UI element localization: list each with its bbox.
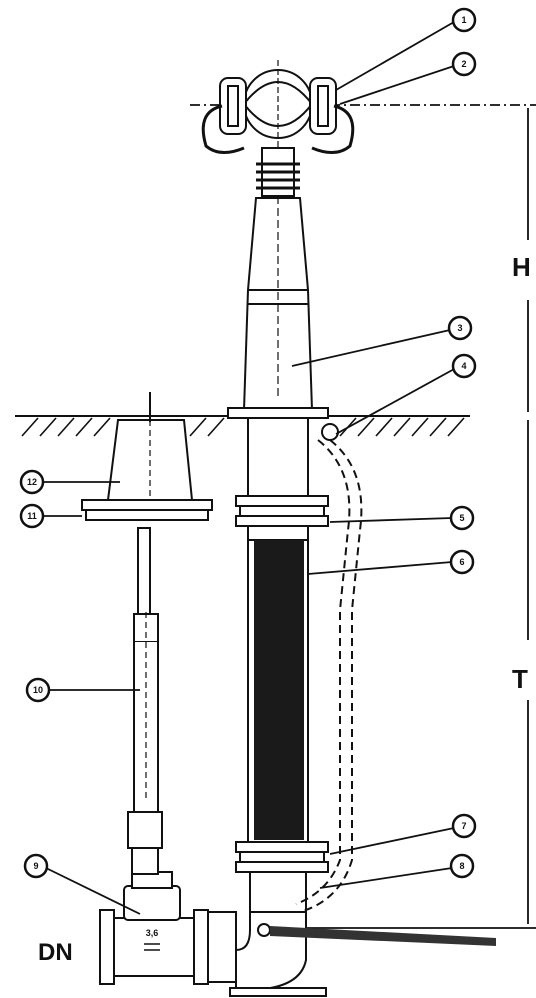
svg-text:4: 4 bbox=[461, 361, 466, 371]
bottom-elbow bbox=[229, 911, 327, 997]
dimension-lines bbox=[190, 104, 536, 929]
riser-pipe bbox=[254, 540, 304, 840]
callout-1: 1 bbox=[451, 7, 477, 33]
lower-column bbox=[235, 417, 329, 541]
callout-8: 8 bbox=[449, 853, 475, 879]
svg-text:10: 10 bbox=[33, 685, 43, 695]
dimension-label-h: H bbox=[512, 252, 531, 282]
callout-2: 2 bbox=[451, 51, 477, 77]
drain-line bbox=[295, 439, 363, 913]
dn-label: DN bbox=[38, 939, 73, 966]
svg-text:7: 7 bbox=[461, 821, 466, 831]
operating-rod bbox=[127, 527, 163, 875]
svg-text:8: 8 bbox=[459, 861, 464, 871]
riser-pipe-outline bbox=[247, 540, 309, 842]
drain-valve bbox=[321, 423, 339, 441]
hydrant-head bbox=[201, 60, 355, 154]
svg-text:1: 1 bbox=[461, 15, 466, 25]
svg-text:6: 6 bbox=[459, 557, 464, 567]
svg-text:9: 9 bbox=[33, 861, 38, 871]
lower-flanges bbox=[235, 841, 329, 913]
callout-6: 6 bbox=[449, 549, 475, 575]
upper-column bbox=[227, 196, 329, 419]
neck-coils bbox=[256, 147, 300, 197]
svg-text:5: 5 bbox=[459, 513, 464, 523]
valve-marking: 3,6 bbox=[146, 928, 159, 938]
dimension-label-t: T bbox=[512, 664, 528, 694]
leader-lines bbox=[44, 21, 457, 915]
callout-5: 5 bbox=[449, 505, 475, 531]
svg-text:11: 11 bbox=[27, 511, 37, 521]
valve-marking-lines bbox=[144, 943, 160, 951]
callout-11: 11 bbox=[19, 503, 45, 529]
drain-outlet-wedge bbox=[270, 926, 496, 946]
street-cap bbox=[81, 392, 213, 521]
callout-10: 10 bbox=[25, 677, 51, 703]
callout-7: 7 bbox=[451, 813, 477, 839]
callout-4: 4 bbox=[451, 353, 477, 379]
main-valve bbox=[99, 871, 237, 985]
callout-3: 3 bbox=[447, 315, 473, 341]
svg-text:3: 3 bbox=[457, 323, 462, 333]
svg-text:2: 2 bbox=[461, 59, 466, 69]
callout-9: 9 bbox=[23, 853, 49, 879]
svg-text:12: 12 bbox=[27, 477, 37, 487]
callout-12: 12 bbox=[19, 469, 45, 495]
